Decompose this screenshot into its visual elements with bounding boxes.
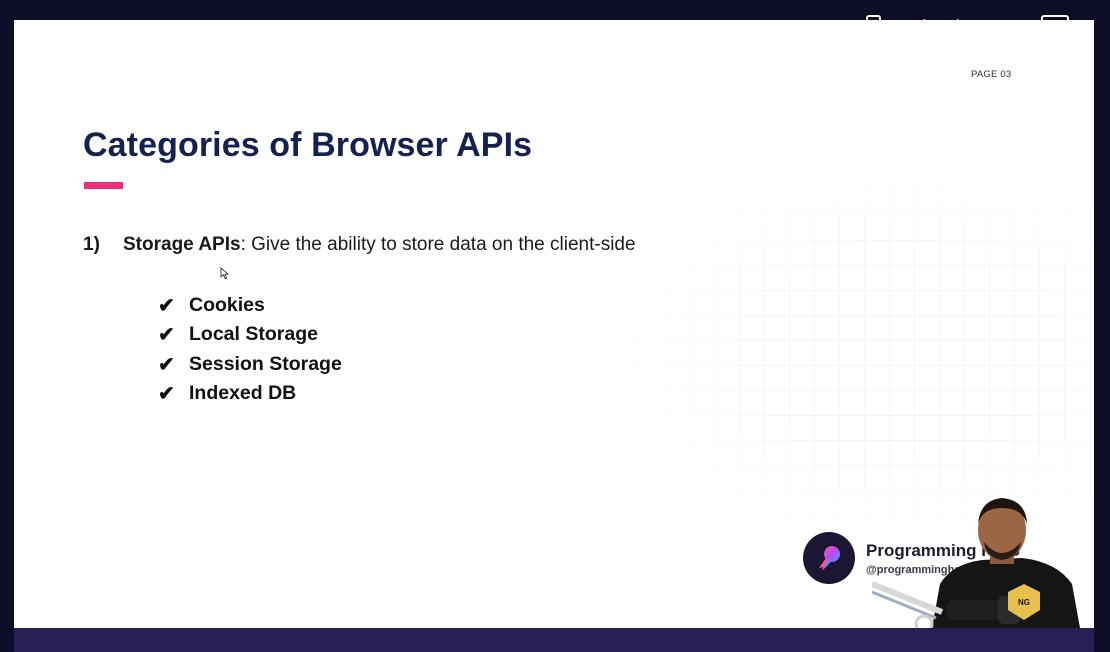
brand-handle: @programminghero <box>866 563 972 576</box>
bookmark-icon[interactable] <box>866 15 881 31</box>
bottom-bar <box>14 628 1094 652</box>
check-icon: ✔ <box>158 295 175 318</box>
programming-hero-logo-icon <box>803 532 855 584</box>
bookmark-label[interactable]: Bookmark <box>896 17 964 34</box>
list-item: ✔ Local Storage <box>158 320 342 349</box>
list-item: ✔ Session Storage <box>158 350 342 379</box>
title-underline <box>84 182 123 189</box>
point-heading: Storage APIs <box>123 234 241 255</box>
list-item: ✔ Indexed DB <box>158 379 342 408</box>
list-item-label: Indexed DB <box>189 382 297 405</box>
check-icon: ✔ <box>158 353 175 376</box>
shirt-badge-text: NG <box>1018 598 1030 607</box>
list-item: ✔ Cookies <box>158 291 342 320</box>
fullscreen-icon[interactable] <box>1041 15 1069 31</box>
check-icon: ✔ <box>158 324 175 347</box>
grid-background <box>614 190 1094 550</box>
check-icon: ✔ <box>158 383 175 406</box>
point-number: 1) <box>83 234 100 255</box>
list-item-label: Session Storage <box>189 352 342 375</box>
list-item-label: Cookies <box>189 294 265 317</box>
presenter-webcam: NG <box>872 498 1080 628</box>
list-item-label: Local Storage <box>189 323 318 346</box>
mouse-cursor-icon <box>220 267 229 280</box>
point-description: : Give the ability to store data on the … <box>240 234 636 255</box>
storage-list: ✔ Cookies ✔ Local Storage ✔ Session Stor… <box>158 291 342 408</box>
slide-title: Categories of Browser APIs <box>83 126 533 164</box>
slide: PAGE 03 Categories of Browser APIs 1) St… <box>14 20 1094 628</box>
page-number: PAGE 03 <box>971 69 1012 80</box>
point-storage-apis: 1) Storage APIs : Give the ability to st… <box>83 234 636 256</box>
